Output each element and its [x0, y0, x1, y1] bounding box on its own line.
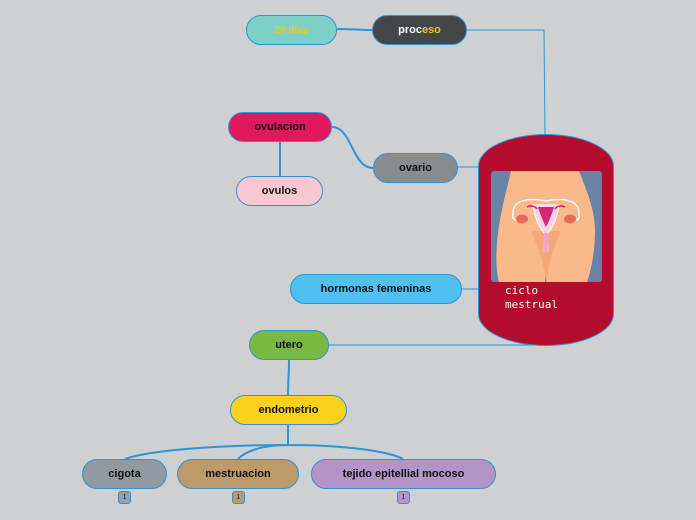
node-tejido-epitelial[interactable]: tejido epitellial mocoso [311, 459, 496, 489]
node-cigota[interactable]: cigota [82, 459, 167, 489]
connector-ovario-ovulacion [331, 126, 374, 169]
node-mestruacion[interactable]: mestruacion [177, 459, 299, 489]
connector-utero-endometrio [287, 359, 290, 396]
central-topic-label: ciclo mestrual [505, 284, 558, 311]
uterus-illustration-icon [491, 171, 602, 282]
connector-endometrio-tejido [287, 444, 404, 460]
connector-central-proceso [467, 29, 546, 135]
notes-badge-mestruacion[interactable]: 1 [232, 491, 245, 504]
connector-endometrio-cigota [124, 444, 289, 460]
central-topic-ciclo-mestrual[interactable]: ciclo mestrual [478, 134, 614, 346]
node-ovulacion[interactable]: ovulacion [228, 112, 332, 142]
node-ovario[interactable]: ovario [373, 153, 458, 183]
notes-badge-cigota[interactable]: 1 [118, 491, 131, 504]
node-utero[interactable]: utero [249, 330, 329, 360]
node-ovulos[interactable]: ovulos [236, 176, 323, 206]
node-endometrio[interactable]: endometrio [230, 395, 347, 425]
connector-proceso-dias [336, 28, 373, 31]
notes-badge-tejido[interactable]: 1 [397, 491, 410, 504]
node-hormonas-femeninas[interactable]: hormonas femeninas [290, 274, 462, 304]
connector-endometrio-mestruacion [237, 444, 289, 460]
node-28-dias[interactable]: 28 días [246, 15, 337, 45]
